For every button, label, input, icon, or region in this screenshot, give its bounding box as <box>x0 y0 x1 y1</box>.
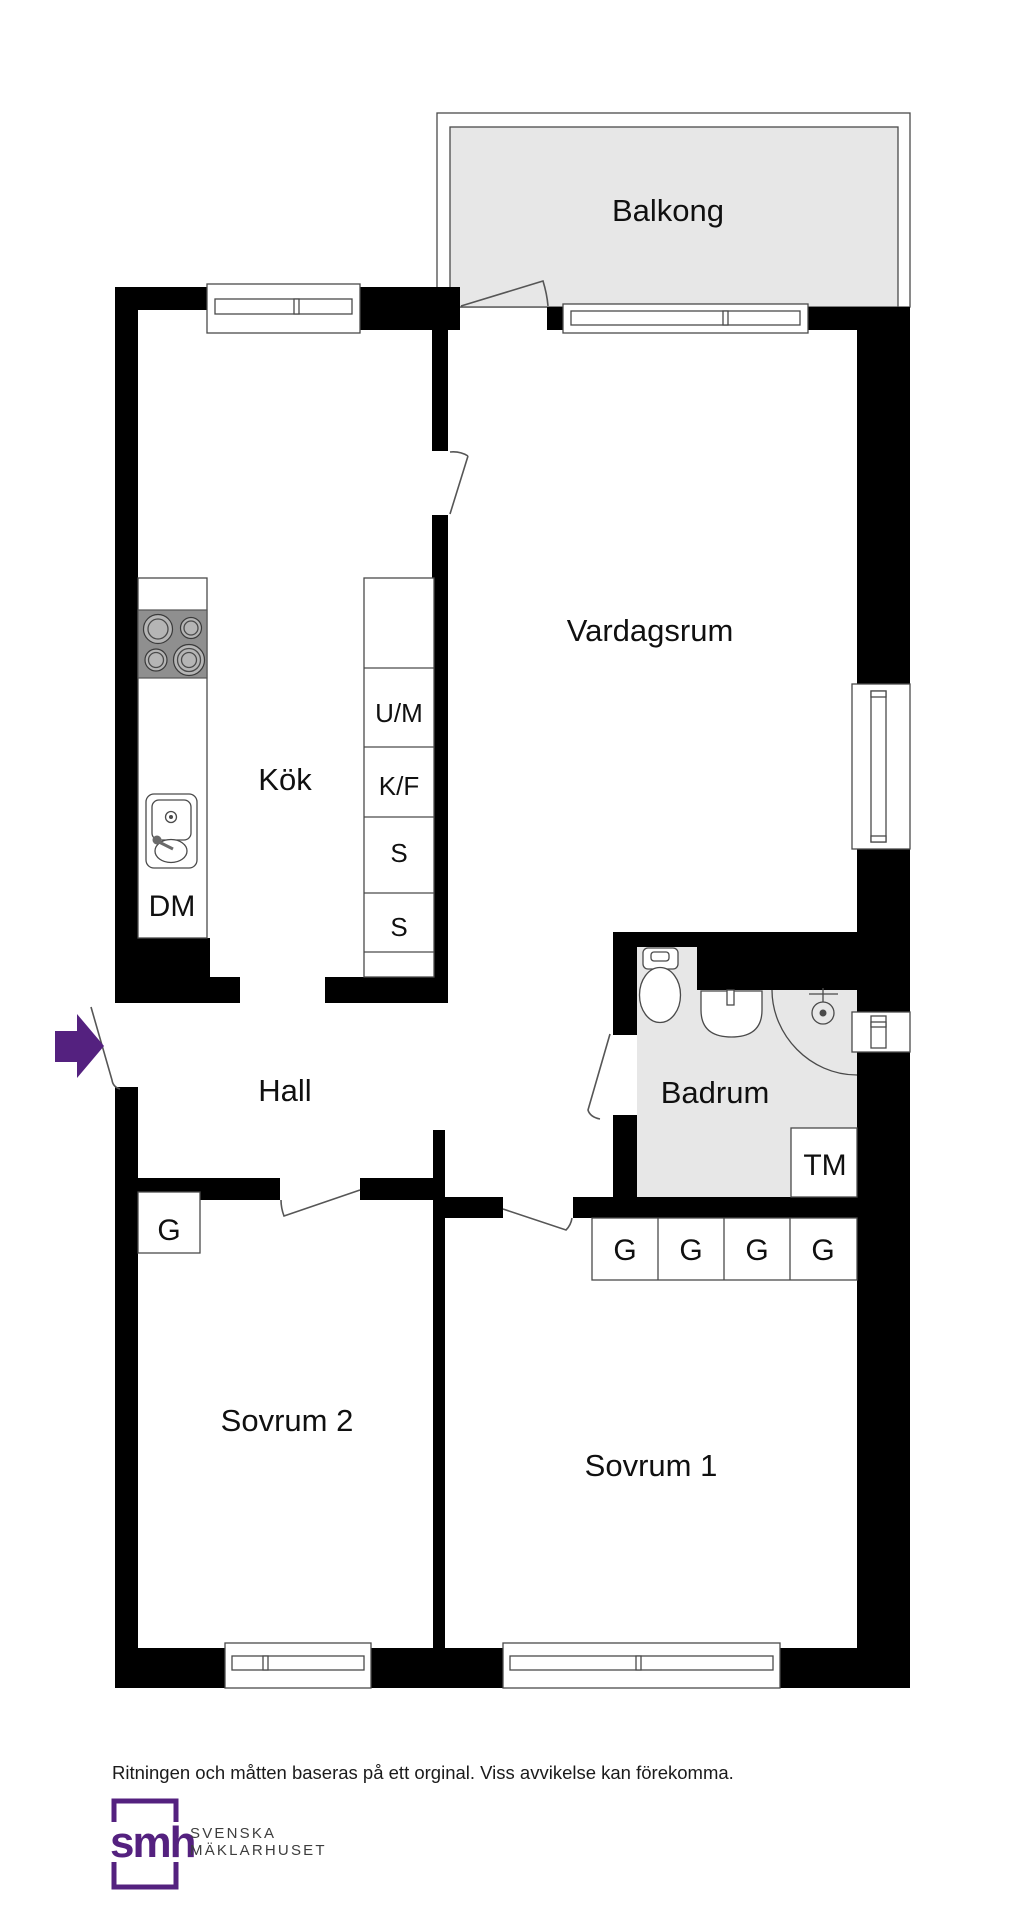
label-balkong: Balkong <box>612 193 724 228</box>
wall-sovrum1-top-left <box>445 1197 503 1218</box>
fixture-labels: U/M K/F S S DM TM G G G G G <box>149 698 847 1267</box>
smh-logo: smh SVENSKA MÄKLARHUSET <box>104 1798 327 1890</box>
disclaimer-text: Ritningen och måtten baseras på ett orgi… <box>112 1762 734 1783</box>
kitchen-sink <box>145 793 198 869</box>
sovrum2-window <box>224 1642 372 1689</box>
kitchen-cabinet-column <box>363 577 435 978</box>
washing-machine-box <box>790 1127 858 1198</box>
sovrum2-door-swing <box>280 1189 361 1218</box>
label-kok: Kök <box>258 762 312 797</box>
label-sovrum1: Sovrum 1 <box>585 1448 718 1483</box>
label-kf: K/F <box>379 771 419 801</box>
wall-bathroom-top-step <box>697 947 857 990</box>
label-vardagsrum: Vardagsrum <box>567 613 734 648</box>
wall-kitchen-bottom-right <box>325 977 448 1003</box>
footer: Ritningen och måtten baseras på ett orgi… <box>104 1762 734 1890</box>
label-washing-machine: TM <box>803 1149 846 1182</box>
kitchen-door-swing <box>449 451 469 515</box>
closet-sovrum2 <box>137 1191 201 1254</box>
logo-company-line2: MÄKLARHUSET <box>190 1842 327 1859</box>
windows <box>206 283 911 1689</box>
wall-bathroom-top <box>613 932 857 947</box>
label-um: U/M <box>375 698 423 728</box>
label-closet-g: G <box>745 1234 768 1267</box>
kitchen-fixtures <box>137 577 435 978</box>
wall-balcony-door-stub <box>547 307 563 330</box>
wall-openings <box>112 451 450 1087</box>
closet-row-sovrum1 <box>591 1217 858 1281</box>
balcony <box>436 112 911 308</box>
wall-top-kitchen <box>115 287 207 310</box>
label-closet-g: G <box>679 1234 702 1267</box>
bathroom-door-swing <box>587 1033 611 1120</box>
label-s-upper: S <box>390 838 407 868</box>
doors <box>90 280 611 1231</box>
livingroom-right-window <box>851 683 911 850</box>
walls <box>115 287 910 1688</box>
wall-sovrum1-top-right <box>573 1197 910 1218</box>
bathroom-window <box>851 1011 911 1053</box>
label-closet-g: G <box>811 1234 834 1267</box>
label-sovrum2: Sovrum 2 <box>221 1403 354 1438</box>
wall-bathroom-left-lower <box>613 1115 637 1197</box>
logo-text-mask <box>104 1822 182 1862</box>
sovrum1-door-swing <box>502 1208 573 1231</box>
wall-right-exterior <box>857 307 910 1688</box>
balcony-door-swing <box>460 280 549 307</box>
kitchen-livingroom-door-opening <box>430 451 450 515</box>
label-closet-g: G <box>613 1234 636 1267</box>
label-s-lower: S <box>390 912 407 942</box>
label-hall: Hall <box>258 1073 311 1108</box>
label-closet-g: G <box>157 1214 180 1247</box>
entrance-arrow-icon <box>55 1014 104 1078</box>
kitchen-window <box>206 283 361 334</box>
shower <box>771 988 858 1076</box>
bathroom-fixtures <box>638 947 858 1198</box>
wall-kitchen-bottom-left <box>115 938 210 1003</box>
wall-bathroom-left-upper <box>613 932 637 1035</box>
livingroom-balcony-window <box>562 303 809 334</box>
label-badrum: Badrum <box>661 1075 770 1110</box>
wall-hall-sovrum2-right <box>360 1178 433 1200</box>
label-dishwasher: DM <box>149 890 196 923</box>
entry-door-swing <box>90 1006 121 1090</box>
stove <box>137 609 208 679</box>
toilet <box>638 947 682 1024</box>
entry-door-opening <box>112 1003 139 1087</box>
shower-curtain-arc <box>771 989 858 1076</box>
balcony-floor <box>449 126 899 308</box>
wall-bedroom-divider <box>433 1130 445 1648</box>
room-labels: Balkong Vardagsrum Kök Hall Badrum Sovru… <box>221 193 770 1483</box>
logo-monogram: smh <box>110 1818 195 1867</box>
wall-kitchen-bottom-mid <box>210 977 240 1003</box>
sovrum1-window <box>502 1642 781 1689</box>
bathroom-sink <box>700 989 763 1038</box>
logo-company-line1: SVENSKA <box>190 1825 276 1842</box>
closets <box>137 1191 858 1281</box>
